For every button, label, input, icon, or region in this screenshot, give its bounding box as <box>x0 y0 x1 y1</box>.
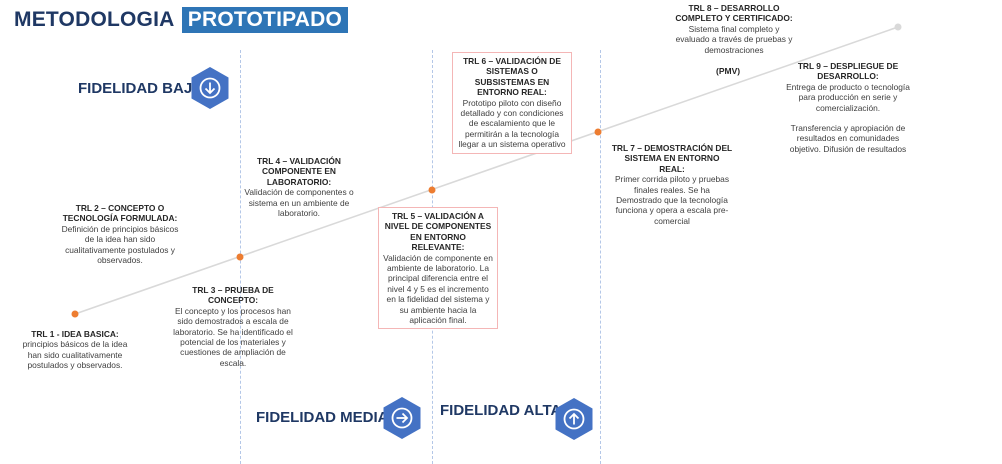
milestone-dot-2 <box>236 253 244 261</box>
trl9-body: Entrega de producto o tecnología para pr… <box>786 81 910 113</box>
trl3-heading: TRL 3 – PRUEBA DE CONCEPTO: <box>192 285 274 306</box>
trl9-card: TRL 9 – DESPLIEGUE DE DESARROLLO: Entreg… <box>786 61 910 154</box>
trl4-card: TRL 4 – VALIDACIÓN COMPONENTE EN LABORAT… <box>243 156 355 218</box>
trl5-body: Validación de componente en ambiente de … <box>383 252 493 326</box>
trl6-body: Prototipo piloto con diseño detallado y … <box>458 97 566 150</box>
trl2-card: TRL 2 – CONCEPTO O TECNOLOGÍA FORMULADA:… <box>60 203 180 265</box>
fidelity-medium-label: FIDELIDAD MEDIA <box>256 409 389 426</box>
divider-line-3 <box>600 50 601 464</box>
trl6-heading: TRL 6 – VALIDACIÓN DE SISTEMAS O SUBSIST… <box>463 56 561 98</box>
title-highlight: PROTOTIPADO <box>181 7 349 33</box>
trl6-card: TRL 6 – VALIDACIÓN DE SISTEMAS O SUBSIST… <box>452 52 572 154</box>
page-title: METODOLOGIA PROTOTIPADO <box>14 7 349 33</box>
fidelity-low-label: FIDELIDAD BAJA <box>78 80 204 97</box>
trend-line <box>74 26 899 315</box>
trl7-heading: TRL 7 – DEMOSTRACIÓN DEL SISTEMA EN ENTO… <box>611 143 733 174</box>
milestone-dot-end <box>894 23 902 31</box>
trl8-body: Sistema final completo y evaluado a trav… <box>675 23 793 55</box>
trl7-body: Primer corrida piloto y pruebas finales … <box>614 174 730 226</box>
trl7-card: TRL 7 – DEMOSTRACIÓN DEL SISTEMA EN ENTO… <box>611 143 733 226</box>
trl3-card: TRL 3 – PRUEBA DE CONCEPTO: El concepto … <box>170 285 296 368</box>
trl2-body: Definición de principios básicos de la i… <box>61 223 179 266</box>
trl2-heading: TRL 2 – CONCEPTO O TECNOLOGÍA FORMULADA: <box>62 203 178 224</box>
milestone-dot-3 <box>428 186 436 194</box>
arrow-down-circle-icon <box>191 67 229 109</box>
milestone-dot-1 <box>71 310 79 318</box>
arrow-up-circle-icon <box>555 398 593 440</box>
trl3-body: El concepto y los procesos han sido demo… <box>173 305 293 368</box>
arrow-right-circle-icon <box>383 397 421 439</box>
trl8-card: TRL 8 – DESARROLLO COMPLETO Y CERTIFICAD… <box>672 3 796 55</box>
milestone-dot-4 <box>594 128 602 136</box>
title-main: METODOLOGIA <box>14 8 174 31</box>
trl9-heading: TRL 9 – DESPLIEGUE DE DESARROLLO: <box>797 61 899 82</box>
pmv-label: (PMV) <box>716 66 741 76</box>
trl9-body-2: Transferencia y apropiación de resultado… <box>789 123 907 154</box>
trl4-heading: TRL 4 – VALIDACIÓN COMPONENTE EN LABORAT… <box>257 156 341 187</box>
fidelity-high-label: FIDELIDAD ALTA <box>440 402 562 419</box>
trl5-heading: TRL 5 – VALIDACIÓN A NIVEL DE COMPONENTE… <box>384 211 492 253</box>
trl4-body: Validación de componentes o sistema en u… <box>244 187 354 219</box>
trl8-heading: TRL 8 – DESARROLLO COMPLETO Y CERTIFICAD… <box>675 3 793 24</box>
trl1-heading: TRL 1 - IDEA BASICA: <box>31 329 119 339</box>
trl5-card: TRL 5 – VALIDACIÓN A NIVEL DE COMPONENTE… <box>378 207 498 330</box>
trl1-body: principios básicos de la idea han sido c… <box>22 339 128 371</box>
trl1-card: TRL 1 - IDEA BASICA: principios básicos … <box>20 329 130 371</box>
